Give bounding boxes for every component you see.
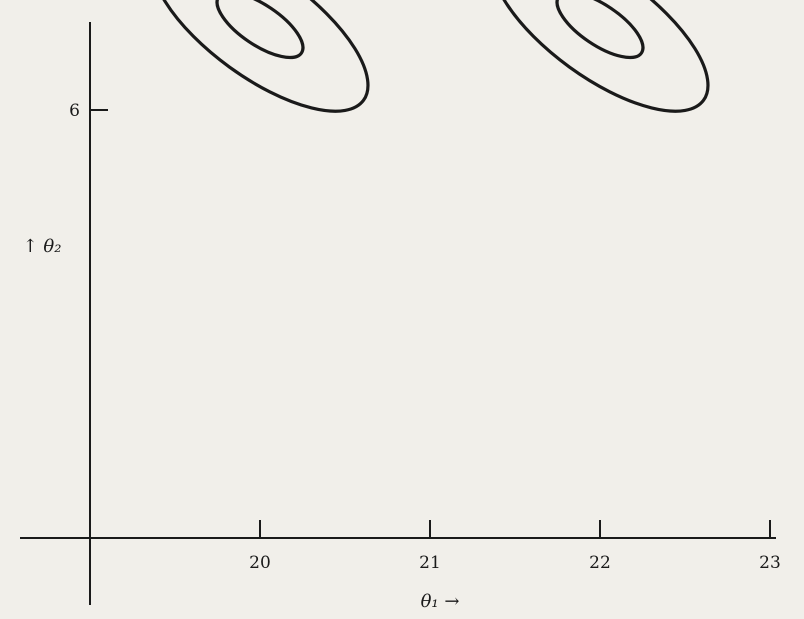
x-tick-label-20: 20 [249,553,271,573]
contour-set-4: θ̂₁ = 22, θ̂₂ = 7 [490,0,710,113]
contour-sets: θ̂₁ = 20, θ̂₂ = 10θ̂₁ = 22, θ̂₂ = 10θ̂₁ … [150,0,710,113]
y-tick-label-6: 6 [69,101,80,121]
x-tick-label-21: 21 [419,553,441,573]
contour-inner-4 [555,0,645,60]
tick-marks: 202122236810 [69,101,781,573]
labels: θ₁ → ↑ θ₂ [23,236,460,612]
x-axis-label: θ₁ → [421,591,460,612]
x-tick-label-23: 23 [759,553,781,573]
contour-outer-4 [490,0,710,113]
contour-set-3: θ̂₁ = 20, θ̂₂ = 7 [150,0,370,113]
contour-inner-3 [215,0,305,60]
y-axis-label: ↑ θ₂ [23,236,62,257]
axes [20,22,776,605]
x-tick-label-22: 22 [589,553,611,573]
contour-outer-3 [150,0,370,113]
